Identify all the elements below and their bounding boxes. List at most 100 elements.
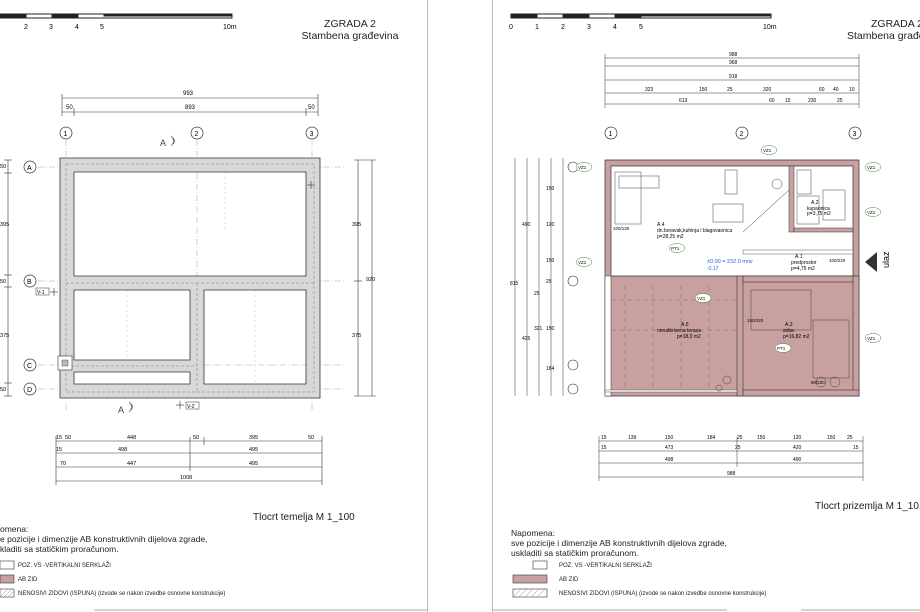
dim-label: 395 (0, 222, 9, 228)
dim-label: 184 (707, 435, 716, 441)
axis-label: D (27, 387, 32, 394)
room-id: A.1 (795, 254, 803, 260)
dim-label: 150 (546, 258, 555, 264)
dim-label: 988 (727, 471, 736, 477)
room-area: p=28,25 m2 (657, 234, 684, 240)
room-name: soba (783, 328, 794, 334)
scale-tick: 2 (24, 24, 28, 31)
dim-label: 120 (546, 222, 555, 228)
section-mark: A (118, 405, 124, 415)
scale-tick: 5 (639, 24, 643, 31)
dim-label: 50 (0, 279, 6, 285)
scale-tick: 3 (49, 24, 53, 31)
axis-label: 2 (195, 131, 199, 138)
sheet-gap (428, 0, 492, 612)
dim-label: 50 (193, 435, 199, 441)
ground-floor-plan-sheet: 0 1 2 3 4 5 10m 988 968 918 323 150 25 3… (492, 0, 920, 612)
level-tag: ±0.00 = 232.0 mnv (707, 259, 753, 265)
legend-label: POZ. VS -VERTIKALNI SERKLAŽI (559, 563, 652, 569)
scale-end-label: 10m (223, 24, 237, 31)
project-subtitle: Stambena građe (847, 30, 920, 42)
axis-label: 1 (609, 131, 613, 138)
note: Napomena: sve pozicije i dimenzije AB ko… (511, 528, 727, 558)
dim-label: 395 (352, 222, 361, 228)
scale-tick: 4 (75, 24, 79, 31)
dim-label: 150 (827, 435, 836, 441)
note: omena: e pozicije i dimenzije AB konstru… (0, 524, 207, 554)
room-id: A.5 (681, 322, 689, 328)
dim-label: 323 (645, 87, 654, 93)
axis-bubble (59, 126, 73, 140)
room-area: p=16,82 m2 (783, 334, 810, 340)
scale-tick: 0 (509, 24, 513, 31)
room-name: nenatkrivena terasa (657, 328, 701, 334)
foundation-plan-drawing: 2 3 4 5 10m 993 50 893 50 1 2 3 (0, 13, 428, 611)
section-mark: A (160, 138, 166, 148)
dim-label: 50 (0, 164, 6, 170)
dim-lines-top (61, 94, 319, 116)
note-line: kladiti sa statičkim proračunom. (0, 544, 119, 554)
scale-end-label: 10m (763, 24, 777, 31)
dim-label: 448 (127, 435, 136, 441)
scale-tick: 1 (535, 24, 539, 31)
dim-label: 613 (679, 98, 688, 104)
plan-title: Tlocrt prizemlja M 1_10 (815, 501, 919, 512)
dim-label: 375 (0, 333, 9, 339)
scale-bar (510, 13, 772, 19)
sheet-border (427, 0, 428, 612)
scale-tick: 5 (100, 24, 104, 31)
dim-label: 50 (66, 105, 73, 111)
dim-label: 50 (65, 435, 71, 441)
scale-tick: 4 (613, 24, 617, 31)
dim-label: 15 (601, 445, 607, 451)
scale-bar (0, 13, 233, 19)
window-code: 80/220 (811, 380, 825, 385)
dim-label: 50 (0, 387, 6, 393)
vz-tag: VZ1 (697, 296, 706, 301)
axis-label: 1 (64, 131, 68, 138)
axis-bubble (305, 126, 319, 140)
dim-label: 920 (366, 277, 375, 283)
vz-tag: VZ1 (578, 165, 587, 170)
dim-label: 150 (665, 435, 674, 441)
dim-label: 321 (534, 326, 543, 332)
dim-label: 25 (837, 98, 843, 104)
room-name: dn.boravak,kuhinja i blagovaonica (657, 228, 733, 234)
ground-floor-plan-drawing: 0 1 2 3 4 5 10m 988 968 918 323 150 25 3… (493, 13, 920, 611)
plan-title: Tlocrt temelja M 1_100 (253, 512, 355, 523)
project-title: ZGRADA 2 Stambena građe (841, 18, 920, 42)
floor-tag: PT1 (777, 346, 786, 351)
dim-label: 1008 (180, 475, 192, 481)
dim-label: 50 (308, 105, 315, 111)
entrance-label: ulaz (881, 251, 891, 268)
dim-label: 495 (249, 447, 258, 453)
dim-label: 15 (601, 435, 607, 441)
room-area: p=3,75 m2 (807, 211, 831, 217)
scale-tick: 2 (561, 24, 565, 31)
room-name: predprostor (791, 260, 817, 266)
foundation-plan-sheet: 2 3 4 5 10m 993 50 893 50 1 2 3 (0, 0, 428, 612)
window-code: 100/220 (829, 258, 846, 263)
foundation-strips (57, 157, 321, 399)
dim-label: 815 (510, 281, 519, 287)
furniture (614, 169, 850, 392)
dim-label: 25 (735, 445, 741, 451)
axis-label: A (27, 165, 32, 172)
dim-label: 495 (249, 461, 258, 467)
room-id: A.2 (811, 200, 819, 206)
dim-label: 25 (737, 435, 743, 441)
dim-label: 490 (522, 222, 531, 228)
column-tag: V-1 (37, 290, 45, 296)
dim-label: 993 (183, 91, 194, 97)
dim-label: 15 (56, 447, 62, 453)
project-name: ZGRADA 2 (871, 18, 920, 30)
vz-tag: VZ1 (578, 260, 587, 265)
legend-label: AB ZID (18, 577, 38, 583)
room-area: p=18,0 m2 (677, 334, 701, 340)
note-line: sve pozicije i dimenzije AB konstruktivn… (511, 538, 727, 548)
axis-label: 3 (853, 131, 857, 138)
dim-label: 10 (849, 87, 855, 93)
dim-label: 968 (729, 60, 738, 66)
dim-label: 473 (665, 445, 674, 451)
walls (604, 159, 860, 397)
